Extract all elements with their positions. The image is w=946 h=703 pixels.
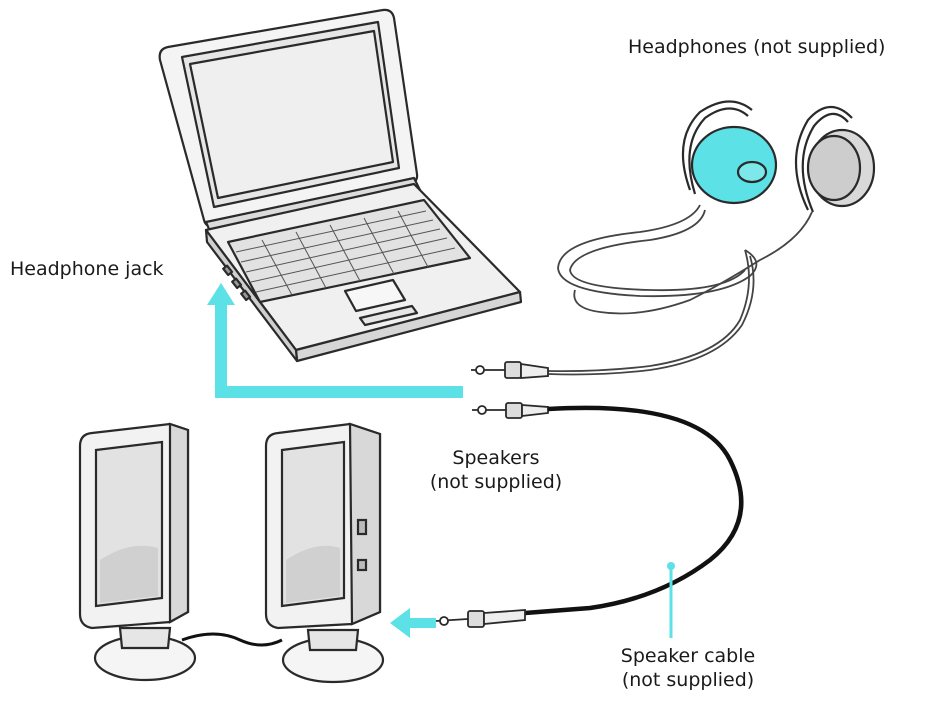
laptop-icon (158, 8, 523, 363)
speaker-cable (524, 405, 744, 616)
speakers-label: Speakers (not supplied) (406, 447, 586, 495)
headphones-icon (681, 100, 876, 213)
keyboard-keys (235, 210, 456, 296)
speaker-link-cable (181, 632, 283, 647)
arrow-icon (390, 608, 436, 638)
speakers-label-line2: (not supplied) (429, 470, 563, 493)
audio-plug-icon (472, 402, 549, 419)
speaker-icon (264, 422, 385, 684)
speaker-cable-pointer-dot (667, 562, 675, 570)
headphones-label: Headphones (not supplied) (628, 36, 886, 58)
headphone-jack-label: Headphone jack (10, 258, 164, 280)
speaker-cable-label-line1: Speaker cable (620, 645, 756, 667)
speaker-icon (78, 422, 197, 682)
speakers-label-line1: Speakers (452, 447, 540, 469)
arrow-icon (207, 283, 463, 398)
audio-plug-icon (435, 609, 526, 628)
audio-plug-icon (471, 361, 549, 379)
headphone-cord (547, 204, 813, 376)
speaker-cable-label-line2: (not supplied) (621, 668, 755, 691)
speaker-cable-label: Speaker cable (not supplied) (598, 645, 778, 693)
